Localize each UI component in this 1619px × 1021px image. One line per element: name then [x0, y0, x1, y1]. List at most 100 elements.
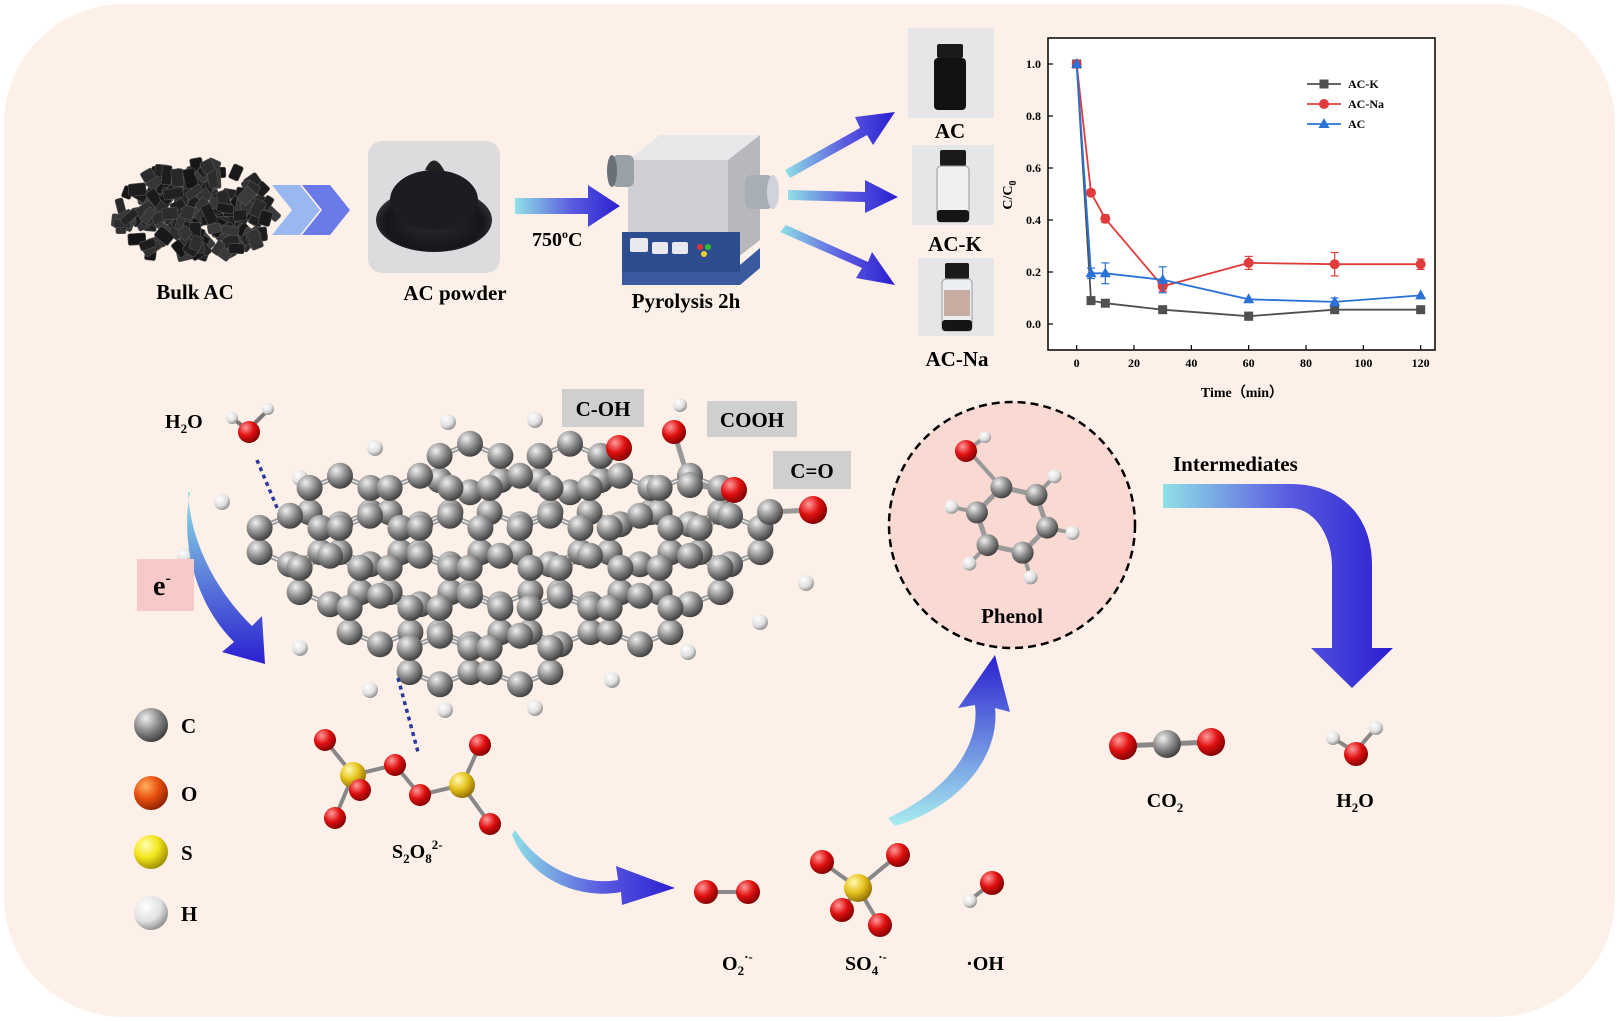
superoxide-label: O2·- — [722, 949, 753, 978]
data-point — [1071, 58, 1083, 68]
carbon-atom — [407, 462, 433, 489]
hydrogen-atom — [440, 414, 456, 430]
carbon-atom — [336, 594, 363, 621]
hydrogen-atom — [944, 499, 959, 514]
carbon-atom — [646, 474, 673, 501]
carbon-atom — [576, 474, 603, 501]
pellet — [228, 163, 244, 182]
hydrogen-atom — [1023, 570, 1038, 585]
data-point — [1158, 305, 1168, 315]
carbon-atom — [376, 554, 403, 581]
data-point — [1415, 259, 1426, 270]
data-point — [1416, 305, 1426, 315]
carbon-atom — [487, 442, 514, 469]
carbon-atom — [707, 554, 734, 581]
y-tick-label: 0.2 — [1026, 265, 1041, 279]
carbon-atom — [476, 659, 503, 686]
carbon-atom — [347, 554, 374, 581]
carbon-atom — [1025, 483, 1048, 506]
chart-series-group — [1071, 58, 1427, 321]
carbon-atom — [426, 594, 453, 621]
co2-label: CO2 — [1147, 790, 1184, 815]
carbon-atom — [286, 554, 313, 581]
chart-x-axis-label: Time（min） — [1201, 385, 1283, 401]
pellet — [216, 202, 235, 215]
x-tick-label: 40 — [1185, 356, 1197, 370]
carbon-atom — [357, 474, 384, 501]
carbon-atom — [596, 594, 623, 621]
carbon-atom — [537, 474, 564, 501]
carbon-atom — [476, 634, 503, 661]
carbon-atom — [387, 514, 414, 541]
data-point — [1100, 298, 1110, 308]
carbon-atom — [607, 554, 634, 581]
vial-ac — [908, 28, 994, 118]
arrow-to-furnace — [515, 185, 620, 227]
carbon-atom — [426, 442, 453, 469]
x-tick-label: 120 — [1412, 356, 1430, 370]
vial-label-ac: AC — [935, 119, 965, 143]
label-coh: C-OH — [562, 389, 644, 427]
data-point — [1086, 296, 1096, 306]
carbon-atom — [376, 474, 403, 501]
carbon-atom — [407, 542, 433, 569]
carbon-atom — [747, 539, 774, 566]
arrow-to-radicals — [512, 830, 675, 905]
label-cooh: COOH — [707, 401, 797, 437]
sulfate-radical-label: SO4·- — [845, 949, 887, 978]
tube-furnace — [607, 135, 779, 285]
carbon-atom — [537, 502, 563, 529]
carbon-atom — [467, 514, 494, 541]
data-point — [1319, 99, 1329, 109]
sulfate-radical-molecule — [810, 843, 910, 937]
carbon-atom — [437, 502, 463, 529]
pellet — [154, 226, 175, 246]
carbon-atom — [1036, 516, 1059, 539]
ac-powder-label: AC powder — [403, 281, 506, 305]
carbon-atom — [286, 579, 313, 606]
data-point — [1329, 259, 1340, 270]
hydrogen-atom — [979, 431, 991, 443]
vial-label-ac-k: AC-K — [928, 232, 982, 256]
phenol-circle — [887, 400, 1137, 650]
chevron-arrows — [272, 185, 350, 235]
carbon-atom — [577, 542, 603, 569]
carbon-atom — [596, 619, 623, 646]
water-label-right: H2O — [1336, 790, 1374, 815]
carbon-atom — [567, 514, 594, 541]
carbon-atom — [246, 539, 273, 566]
carboxyl-oxygen — [662, 420, 686, 444]
svg-text:C-OH: C-OH — [576, 397, 631, 421]
hydroxyl-radical-molecule — [963, 871, 1004, 908]
chart-y-axis-label: C/C0 — [1001, 180, 1019, 209]
label-co: C=O — [773, 451, 851, 489]
arrow-to-phenol — [888, 655, 1010, 826]
hydrogen-atom — [752, 614, 768, 630]
carbon-atom — [546, 554, 573, 581]
data-point — [1318, 118, 1330, 128]
carbon-atom — [396, 634, 423, 661]
legend-atom-o — [134, 776, 168, 810]
legend-label: AC-Na — [1348, 97, 1384, 111]
y-tick-label: 0.4 — [1026, 213, 1041, 227]
hydrogen-atom — [362, 682, 378, 698]
carbon-atom — [326, 514, 353, 541]
carbon-atom — [537, 634, 564, 661]
pellet — [161, 164, 173, 186]
data-point — [1100, 213, 1111, 224]
carbon-atom — [557, 479, 583, 506]
carbonyl-oxygen — [799, 496, 827, 524]
carbon-atom — [317, 542, 343, 569]
pyrolysis-label: Pyrolysis 2h — [632, 289, 741, 313]
carbon-atom — [627, 551, 653, 578]
carbon-atom — [317, 591, 343, 618]
co2-molecule — [1109, 728, 1225, 760]
pellet — [162, 186, 184, 201]
hydrogen-atom — [1065, 526, 1080, 541]
vial-ac-k — [912, 145, 994, 225]
legend-atom-label: O — [181, 782, 197, 806]
legend-atom-label: C — [181, 714, 196, 738]
carbon-atom — [657, 619, 684, 646]
phenol-label: Phenol — [981, 604, 1043, 628]
